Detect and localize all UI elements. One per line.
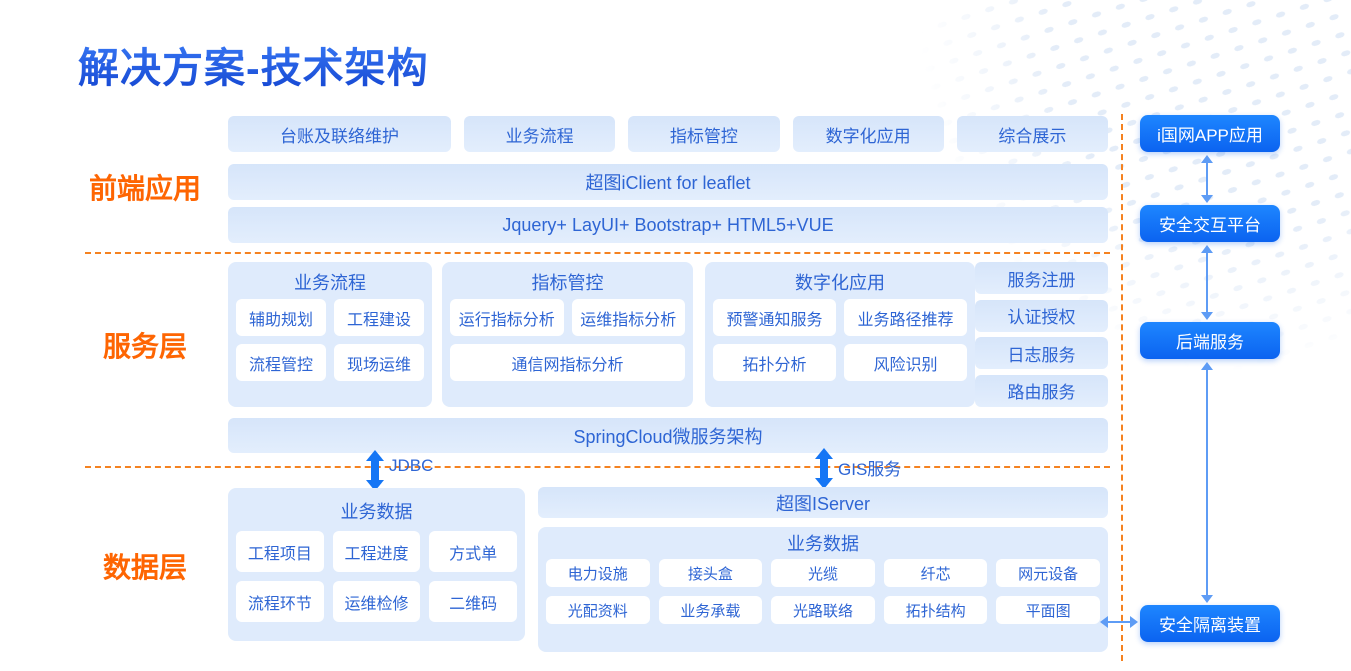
data-group-business-right: 业务数据 电力设施 接头盒 光缆 纤芯 网元设备 光配资料 业务承载 光路联络 … — [538, 527, 1108, 652]
rail-box-security-isolation-device: 安全隔离装置 — [1140, 605, 1280, 642]
group-title: 业务流程 — [294, 273, 366, 293]
data-item: 平面图 — [996, 596, 1100, 624]
service-item: 工程建设 — [334, 299, 424, 336]
service-group-kpi: 指标管控 运行指标分析 运维指标分析 通信网指标分析 — [442, 262, 693, 407]
side-service-box: 路由服务 — [975, 374, 1108, 407]
service-item: 业务路径推荐 — [844, 299, 967, 336]
service-item: 通信网指标分析 — [450, 344, 685, 381]
service-item: 辅助规划 — [236, 299, 326, 336]
rail-box-secure-interaction-platform: 安全交互平台 — [1140, 205, 1280, 242]
service-group-bizprocess: 业务流程 辅助规划 工程建设 流程管控 现场运维 — [228, 262, 432, 407]
data-item: 工程进度 — [332, 531, 421, 572]
page-title: 解决方案-技术架构 — [78, 34, 429, 94]
group-title: 业务数据 — [340, 502, 413, 522]
service-item: 流程管控 — [236, 344, 326, 381]
data-item: 光路联络 — [771, 596, 875, 624]
iclient-bar: 超图iClient for leaflet — [228, 164, 1108, 200]
side-service-box: 日志服务 — [975, 337, 1108, 370]
double-arrow-icon — [1201, 362, 1213, 603]
iserver-bar: 超图IServer — [538, 487, 1108, 518]
group-title: 业务数据 — [787, 534, 859, 554]
data-item: 流程环节 — [236, 581, 324, 622]
data-item: 二维码 — [429, 581, 517, 622]
frontend-app-box: 数字化应用 — [792, 116, 944, 152]
security-boundary-dashed — [1121, 114, 1123, 661]
data-item: 方式单 — [429, 531, 517, 572]
double-arrow-icon — [1201, 245, 1213, 320]
service-group-digital: 数字化应用 预警通知服务 业务路径推荐 拓扑分析 风险识别 — [705, 262, 975, 407]
frontend-app-box: 台账及联络维护 — [228, 116, 451, 152]
data-item: 业务承载 — [658, 596, 763, 624]
service-item: 现场运维 — [334, 344, 424, 381]
data-item: 运维检修 — [332, 581, 421, 622]
data-item: 工程项目 — [236, 531, 324, 572]
rail-box-backend-service: 后端服务 — [1140, 322, 1280, 359]
data-group-business-left: 业务数据 工程项目 工程进度 方式单 流程环节 运维检修 二维码 — [228, 488, 525, 641]
layer-label-service: 服务层 — [102, 331, 187, 362]
data-item: 光配资料 — [546, 596, 650, 624]
springcloud-bar: SpringCloud微服务架构 — [228, 418, 1108, 453]
data-item: 光缆 — [771, 559, 875, 587]
side-services-stack: 服务注册 认证授权 日志服务 路由服务 — [975, 262, 1108, 407]
data-item: 拓扑结构 — [883, 596, 988, 624]
jdbc-double-arrow-icon — [366, 450, 384, 491]
service-item: 运维指标分析 — [571, 299, 685, 336]
service-data-divider — [85, 466, 1110, 468]
rail-box-iguowang-app: i国网APP应用 — [1140, 115, 1280, 152]
frontend-app-box: 业务流程 — [464, 116, 616, 152]
data-item: 接头盒 — [658, 559, 763, 587]
jdbc-label: JDBC — [389, 456, 434, 475]
gis-double-arrow-icon — [815, 448, 833, 489]
frontend-app-row: 台账及联络维护 业务流程 指标管控 数字化应用 综合展示 — [228, 116, 1108, 152]
layer-label-data: 数据层 — [102, 552, 187, 583]
side-service-box: 服务注册 — [975, 262, 1108, 294]
group-title: 数字化应用 — [795, 273, 885, 293]
frontend-app-box: 指标管控 — [628, 116, 780, 152]
frontend-service-divider — [85, 252, 1110, 254]
double-arrow-icon — [1201, 155, 1213, 203]
data-item: 电力设施 — [546, 559, 650, 587]
gis-service-label: GIS服务 — [838, 460, 902, 479]
data-item: 网元设备 — [996, 559, 1100, 587]
layer-label-frontend: 前端应用 — [88, 173, 201, 204]
service-item: 风险识别 — [844, 344, 967, 381]
service-item: 拓扑分析 — [713, 344, 836, 381]
data-item: 纤芯 — [883, 559, 988, 587]
side-service-box: 认证授权 — [975, 299, 1108, 332]
js-frameworks-bar: Jquery+ LayUI+ Bootstrap+ HTML5+VUE — [228, 207, 1108, 243]
service-item: 预警通知服务 — [713, 299, 836, 336]
group-title: 指标管控 — [531, 273, 604, 293]
double-arrow-horizontal-icon — [1100, 616, 1138, 628]
frontend-app-box: 综合展示 — [956, 116, 1108, 152]
service-item: 运行指标分析 — [450, 299, 564, 336]
